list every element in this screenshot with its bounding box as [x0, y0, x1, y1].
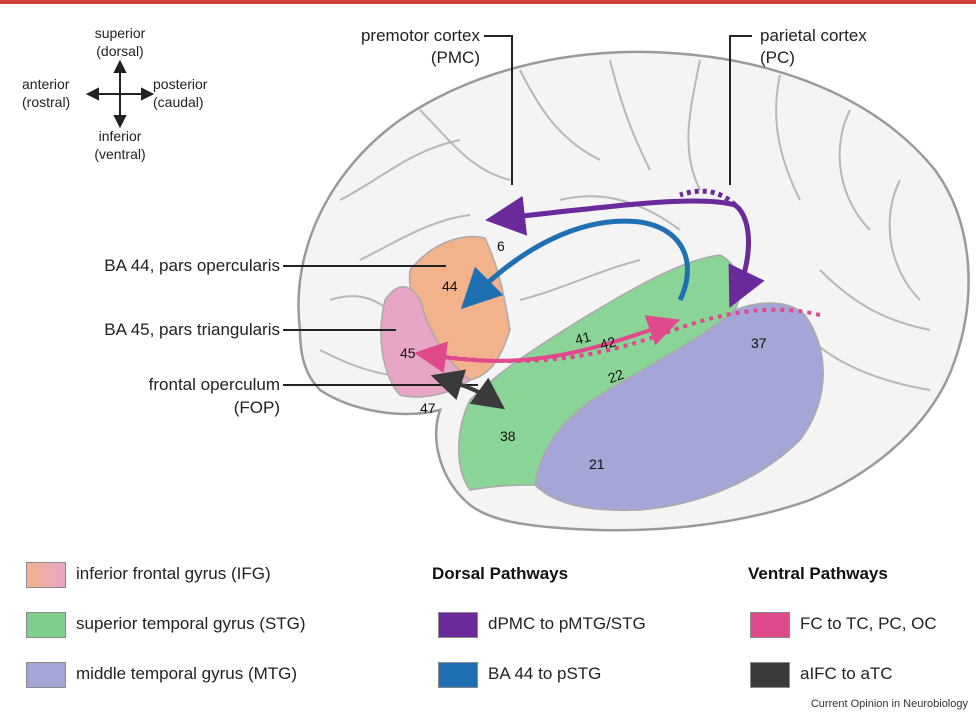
label-ba45: BA 45, pars triangularis	[0, 320, 280, 340]
label-superior: superior	[80, 25, 160, 42]
label-pmc-abbr: (PMC)	[280, 48, 480, 68]
legend-label-fc: FC to TC, PC, OC	[800, 614, 937, 634]
credit-line: Current Opinion in Neurobiology	[811, 698, 968, 710]
label-ventral: (ventral)	[80, 146, 160, 163]
label-pc-abbr: (PC)	[760, 48, 795, 68]
label-premotor-cortex: premotor cortex	[280, 26, 480, 46]
label-caudal: (caudal)	[153, 94, 204, 111]
area-38: 38	[500, 428, 516, 444]
label-anterior: anterior	[22, 76, 69, 93]
legend-ventral-header: Ventral Pathways	[748, 564, 888, 584]
label-rostral: (rostral)	[22, 94, 70, 111]
area-44: 44	[442, 278, 458, 294]
legend-label-stg: superior temporal gyrus (STG)	[76, 614, 306, 634]
area-37: 37	[751, 335, 767, 351]
label-ba44: BA 44, pars opercularis	[0, 256, 280, 276]
legend-swatch-fc	[750, 612, 790, 638]
legend-label-ba44: BA 44 to pSTG	[488, 664, 601, 684]
legend-swatch-ba44	[438, 662, 478, 688]
orientation-cross	[88, 62, 152, 126]
area-47: 47	[420, 400, 436, 416]
legend-label-ifg: inferior frontal gyrus (IFG)	[76, 564, 271, 584]
legend-swatch-dpmc	[438, 612, 478, 638]
legend-label-dpmc: dPMC to pMTG/STG	[488, 614, 646, 634]
area-21: 21	[589, 456, 605, 472]
area-45: 45	[400, 345, 416, 361]
legend-swatch-ifg	[26, 562, 66, 588]
label-dorsal: (dorsal)	[80, 43, 160, 60]
label-frontal-operculum: frontal operculum	[0, 375, 280, 395]
label-posterior: posterior	[153, 76, 207, 93]
legend-swatch-aifc	[750, 662, 790, 688]
legend-label-mtg: middle temporal gyrus (MTG)	[76, 664, 297, 684]
legend-label-aifc: aIFC to aTC	[800, 664, 893, 684]
label-inferior: inferior	[80, 128, 160, 145]
legend-swatch-mtg	[26, 662, 66, 688]
area-6: 6	[497, 238, 505, 254]
label-parietal-cortex: parietal cortex	[760, 26, 867, 46]
legend-dorsal-header: Dorsal Pathways	[432, 564, 568, 584]
label-fop-abbr: (FOP)	[0, 398, 280, 418]
legend-swatch-stg	[26, 612, 66, 638]
